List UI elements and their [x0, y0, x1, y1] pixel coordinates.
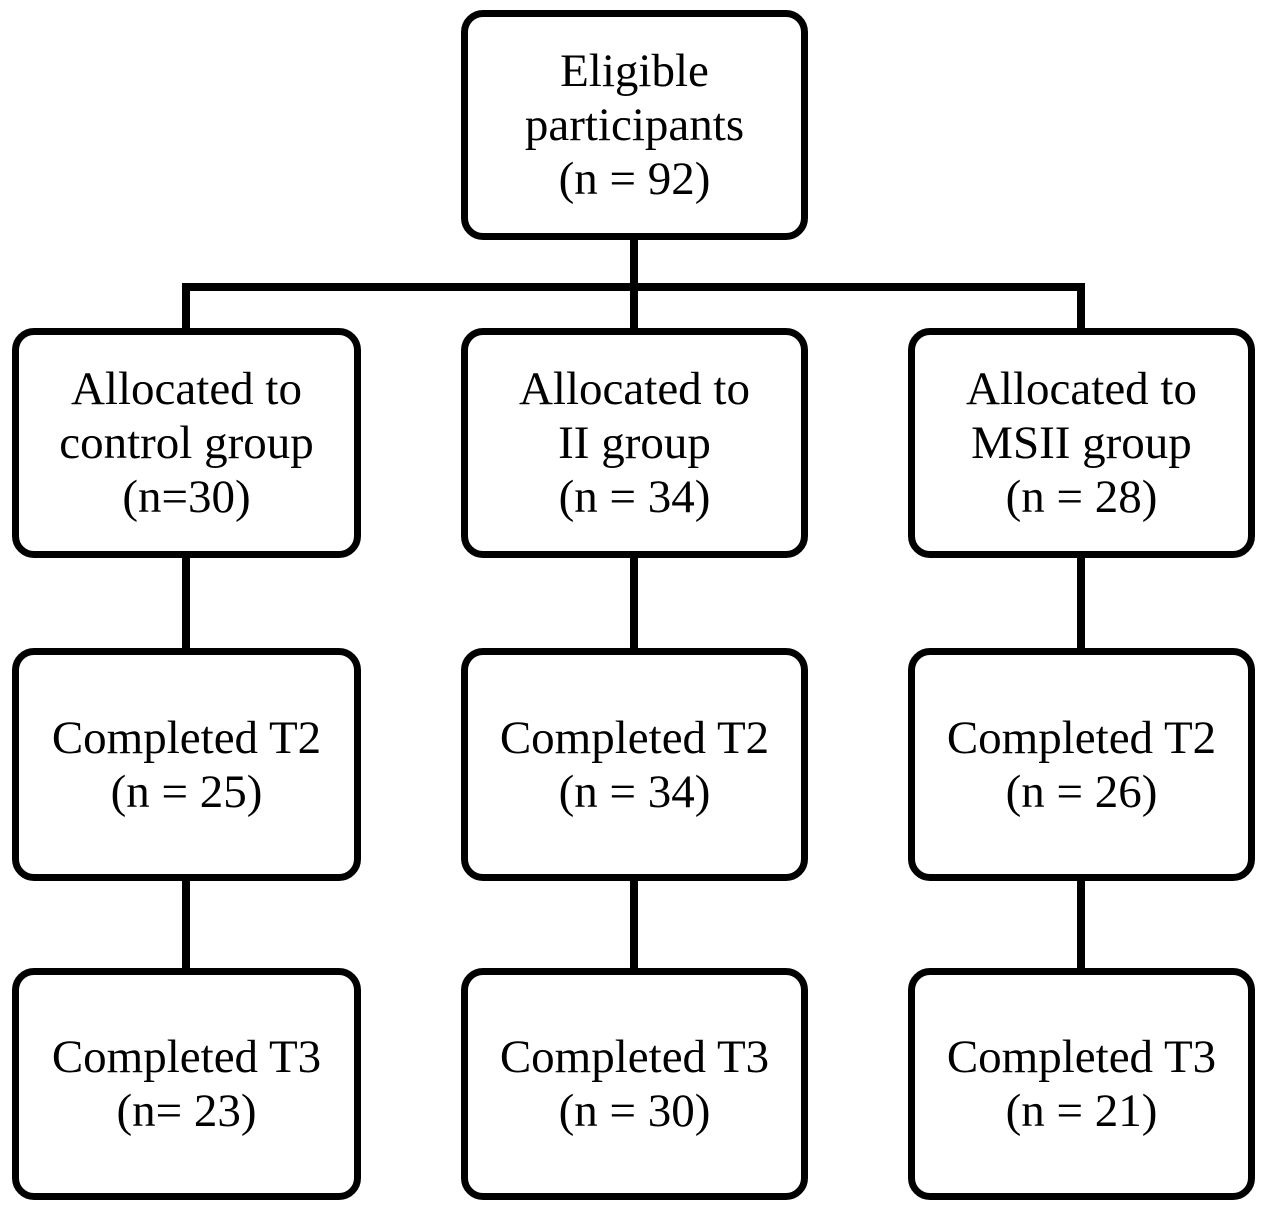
node-t2-ii-line-1: Completed T2 — [499, 711, 770, 764]
node-allocated-msii: Allocated to MSII group (n = 28) — [908, 328, 1255, 558]
node-allocated-control-line-1: Allocated to — [70, 363, 302, 415]
node-t2-ii-line-2: (n = 34) — [558, 765, 711, 818]
node-t3-ii: Completed T3 (n = 30) — [461, 968, 808, 1200]
node-t3-msii-line-1: Completed T3 — [946, 1031, 1217, 1083]
node-allocated-control-line-3: (n=30) — [122, 471, 251, 523]
node-t3-control-line-2: (n= 23) — [116, 1085, 257, 1137]
node-allocated-control: Allocated to control group (n=30) — [12, 328, 361, 558]
node-t3-control-line-1: Completed T3 — [51, 1031, 322, 1083]
node-t2-msii-line-2: (n = 26) — [1005, 765, 1158, 818]
node-t3-ii-line-2: (n = 30) — [558, 1085, 711, 1137]
node-t2-control: Completed T2 (n = 25) — [12, 648, 361, 881]
node-t2-control-line-2: (n = 25) — [110, 765, 263, 818]
node-allocated-control-line-2: control group — [59, 417, 314, 469]
node-t2-control-line-1: Completed T2 — [51, 711, 322, 764]
node-t3-ii-line-1: Completed T3 — [499, 1031, 770, 1083]
node-allocated-msii-line-3: (n = 28) — [1005, 471, 1158, 523]
node-allocated-msii-line-2: MSII group — [971, 417, 1192, 469]
node-allocated-msii-line-1: Allocated to — [965, 363, 1197, 415]
node-allocated-ii-line-2: II group — [558, 417, 711, 469]
node-allocated-ii: Allocated to II group (n = 34) — [461, 328, 808, 558]
node-t3-msii: Completed T3 (n = 21) — [908, 968, 1255, 1200]
node-t2-ii: Completed T2 (n = 34) — [461, 648, 808, 881]
node-t3-control: Completed T3 (n= 23) — [12, 968, 361, 1200]
node-t2-msii: Completed T2 (n = 26) — [908, 648, 1255, 881]
node-eligible-line-2: participants — [524, 99, 745, 151]
node-allocated-ii-line-1: Allocated to — [518, 363, 750, 415]
node-eligible-line-1: Eligible — [560, 45, 709, 97]
node-allocated-ii-line-3: (n = 34) — [558, 471, 711, 523]
node-eligible-line-3: (n = 92) — [558, 153, 711, 205]
node-t2-msii-line-1: Completed T2 — [946, 711, 1217, 764]
node-t3-msii-line-2: (n = 21) — [1005, 1085, 1158, 1137]
node-eligible-participants: Eligible participants (n = 92) — [461, 10, 808, 240]
